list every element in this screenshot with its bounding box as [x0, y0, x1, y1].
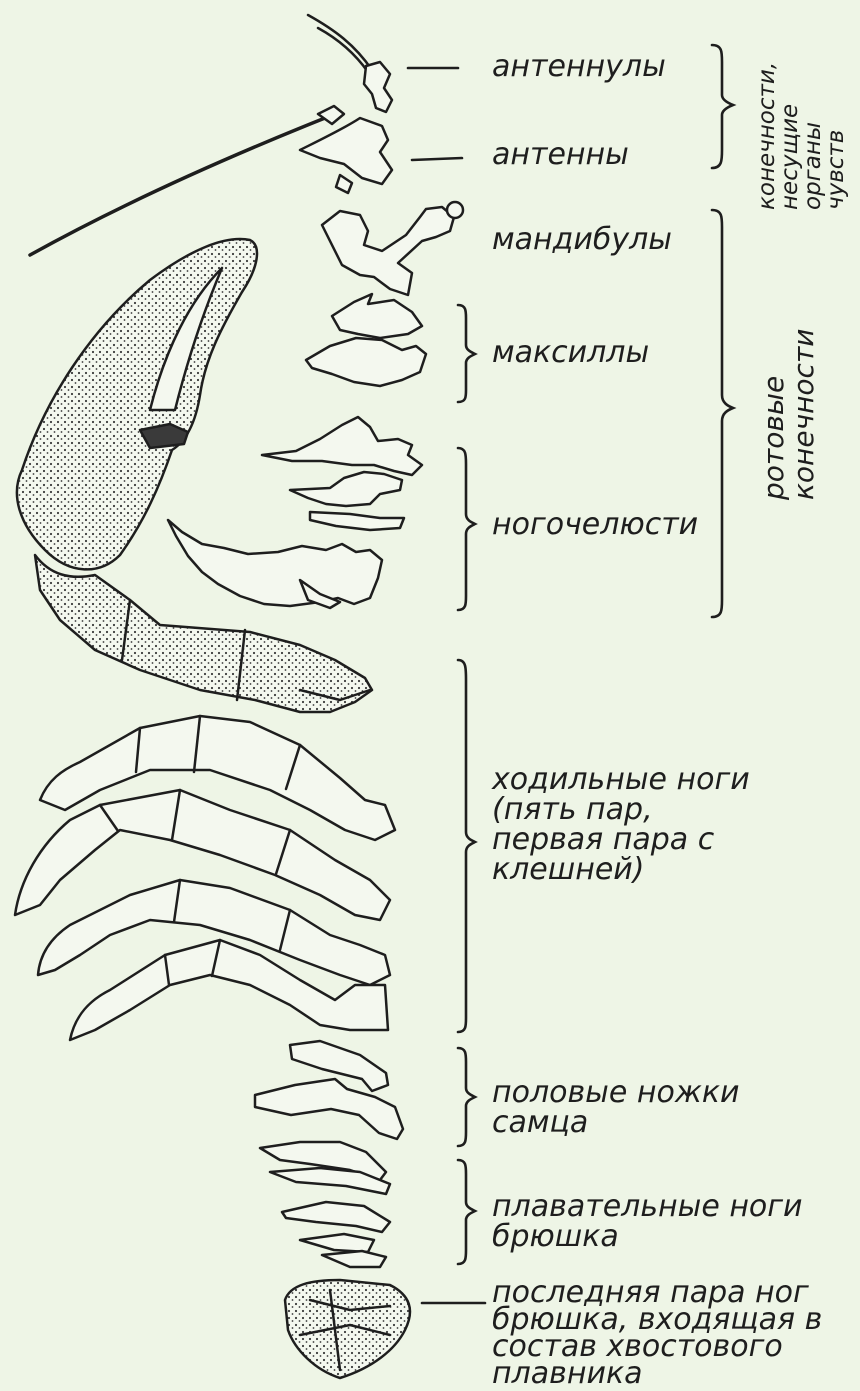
group-label-line: органы: [802, 122, 825, 210]
swimming-legs-brace: [458, 1160, 475, 1264]
walking-legs-brace: [458, 660, 475, 1032]
group-label-line: конечности: [790, 329, 818, 500]
group-label-line: ротовые: [760, 376, 788, 500]
label-antennae: антенны: [492, 140, 629, 170]
label-maxillipeds: ногочелюсти: [492, 510, 698, 540]
label-line: плавательные ноги: [492, 1192, 803, 1222]
label-line: половые ножки: [492, 1078, 739, 1108]
label-line: плавника: [492, 1359, 642, 1389]
group-label-line: конечности,: [756, 62, 779, 210]
claw-drawing: [17, 239, 372, 712]
label-line: ходильные ноги: [492, 765, 750, 795]
mandible-drawing: [322, 202, 463, 295]
male-legs-brace: [458, 1048, 475, 1146]
swimming-leg-drawing: [260, 1142, 390, 1267]
sensory-limbs-brace: [712, 45, 733, 168]
male-leg-drawing: [255, 1041, 403, 1139]
label-antennules: антеннулы: [492, 52, 666, 82]
maxilla-drawing: [306, 294, 426, 386]
label-maxillae: максиллы: [492, 338, 649, 368]
antenna-pointer: [412, 158, 462, 160]
mouth-limbs-brace: [712, 210, 733, 617]
antennule-drawing: [308, 15, 392, 112]
maxillae-brace: [458, 305, 475, 402]
label-mandibles: мандибулы: [492, 225, 672, 255]
label-line: клешней): [492, 855, 644, 885]
group-label-line: чувств: [825, 130, 848, 210]
label-line: первая пара с: [492, 825, 714, 855]
label-line: самца: [492, 1108, 588, 1138]
label-line: брюшка: [492, 1222, 619, 1252]
maxilliped-drawing: [168, 417, 422, 608]
maxillipeds-brace: [458, 448, 475, 610]
label-line: (пять пар,: [492, 795, 653, 825]
uropod-drawing: [285, 1280, 410, 1378]
group-label-line: несущие: [779, 104, 802, 210]
